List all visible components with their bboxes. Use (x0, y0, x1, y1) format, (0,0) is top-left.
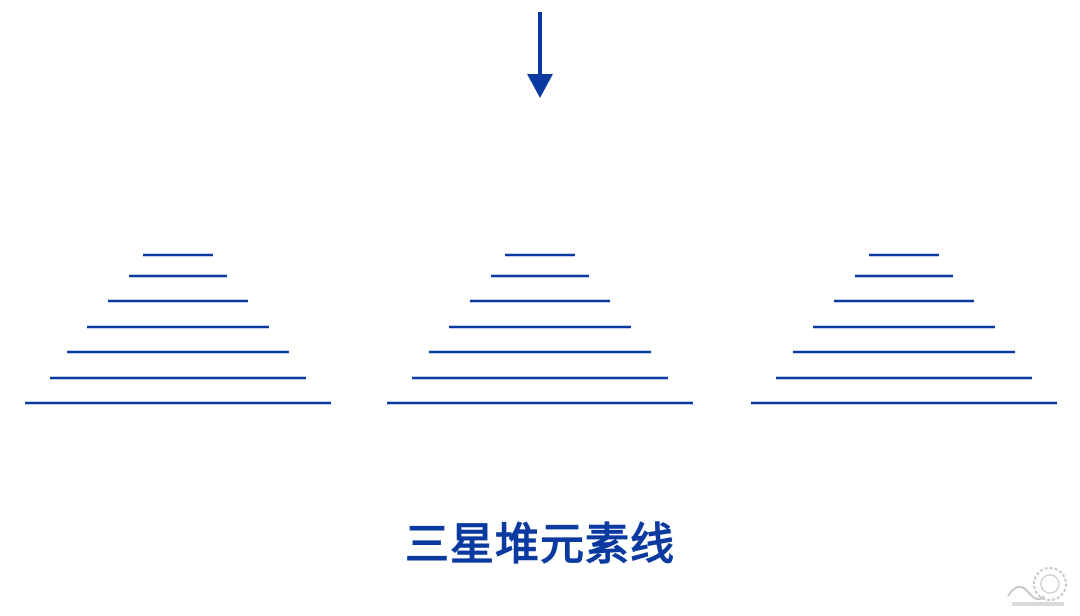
down-arrow-icon (527, 12, 553, 98)
pyramids-group (25, 253, 1057, 405)
caption-title: 三星堆元素线 (405, 519, 675, 570)
pyramid-1 (25, 253, 331, 405)
archdaily-watermark-icon (1007, 567, 1067, 606)
pyramid-3 (751, 253, 1057, 405)
arrow-head (527, 74, 553, 98)
pyramid-2 (387, 253, 693, 405)
